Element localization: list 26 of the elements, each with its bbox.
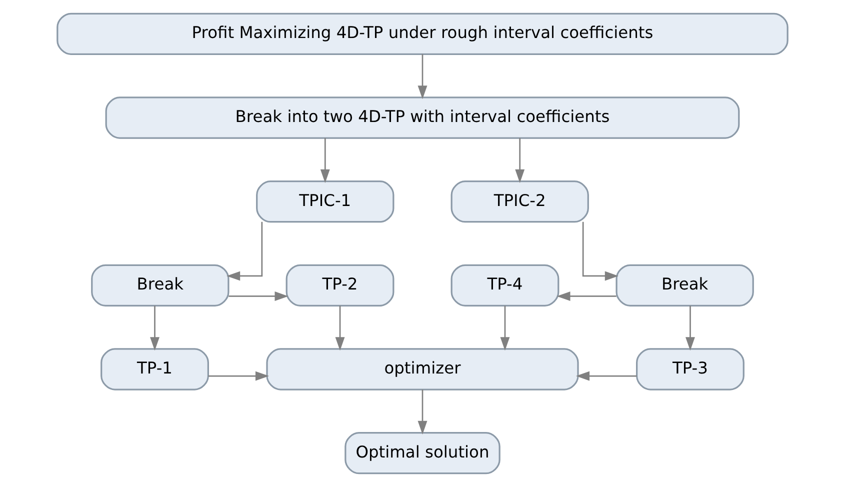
arrow	[685, 306, 694, 351]
arrow	[208, 371, 269, 381]
arrow	[417, 390, 427, 434]
arrow	[575, 371, 636, 381]
node-box: optimizer	[266, 348, 578, 390]
arrow	[226, 222, 262, 281]
arrow	[582, 222, 618, 281]
arrow	[150, 306, 159, 351]
arrow	[514, 138, 524, 183]
node-box: TPIC-2	[450, 180, 588, 223]
arrow	[320, 138, 330, 183]
node-box: TP-4	[450, 264, 559, 307]
arrow	[556, 292, 616, 301]
node-box: TP-3	[636, 348, 744, 390]
node-box: TP-2	[285, 264, 394, 307]
arrow	[417, 54, 427, 100]
node-box: TPIC-1	[256, 180, 394, 223]
arrow	[228, 292, 288, 301]
node-box: Break	[90, 264, 229, 307]
node-box: Break	[615, 264, 754, 307]
node-box: Optimal solution	[344, 432, 500, 474]
node-box: Profit Maximizing 4D-TP under rough interval coefficients	[56, 12, 788, 55]
arrow	[500, 306, 510, 351]
node-box: TP-1	[100, 348, 208, 390]
node-box: Break into two 4D-TP with interval coefficients	[104, 96, 740, 139]
arrow	[334, 306, 344, 351]
